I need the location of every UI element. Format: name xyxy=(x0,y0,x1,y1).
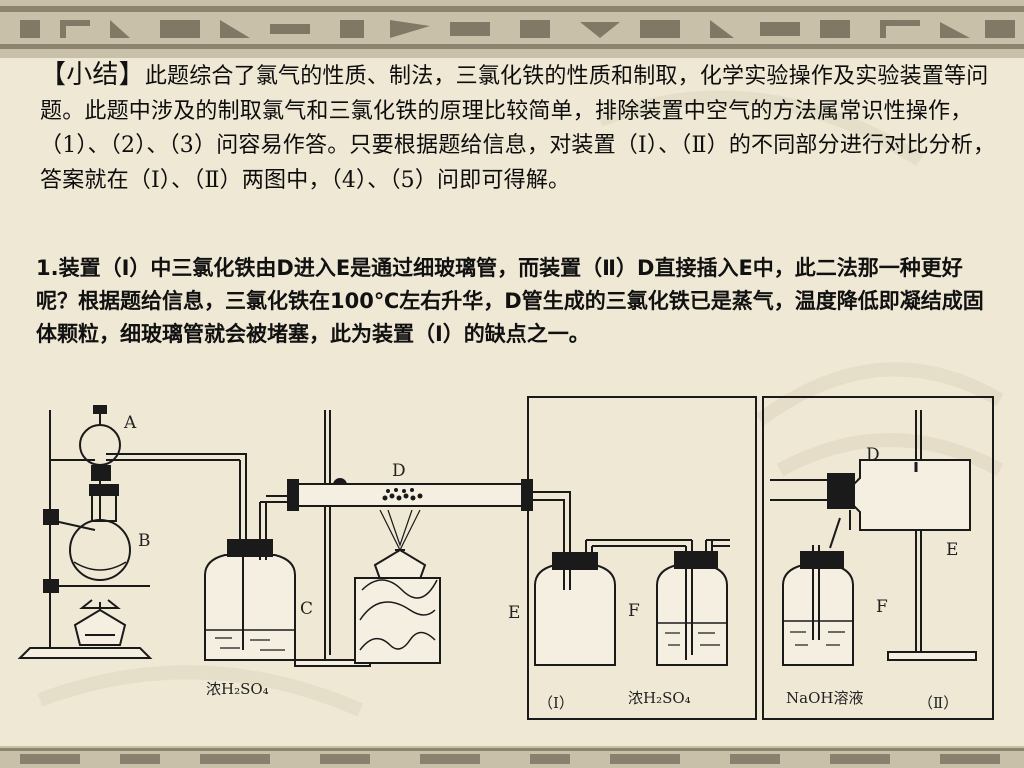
ring-stand-c xyxy=(294,410,371,667)
summary-paragraph: 【小结】此题综合了氯气的性质、制法，三氯化铁的性质和制取，化学实验操作及实验装置… xyxy=(40,58,1000,198)
caption-acid-right: 浓H₂SO₄ xyxy=(628,689,691,707)
label-f-alt: F xyxy=(876,597,888,617)
label-b: B xyxy=(138,531,151,551)
tube-d-flask-e-ii xyxy=(770,459,971,549)
decorative-bottom-border xyxy=(0,746,1024,768)
summary-tag: 【小结】 xyxy=(40,60,145,90)
collection-bottle-e xyxy=(534,539,692,666)
label-d-main: D xyxy=(392,461,406,481)
label-a: A xyxy=(123,413,137,433)
label-c: C xyxy=(300,599,313,619)
setup-box-ii xyxy=(762,396,994,720)
absorber-bottle-f-ii xyxy=(782,545,854,666)
setup-box-i xyxy=(527,396,757,720)
label-e-main: E xyxy=(508,603,520,623)
round-flask-b xyxy=(60,484,150,587)
drying-bottle-f-i xyxy=(656,539,730,666)
decorative-top-border xyxy=(0,0,1024,58)
label-d-alt: D xyxy=(866,445,880,465)
alcohol-lamp-left xyxy=(73,599,127,646)
point-1-paragraph: 1.装置（Ⅰ）中三氯化铁由D进入E是通过细玻璃管，而装置（Ⅱ）D直接插入E中，此… xyxy=(36,256,984,346)
wash-bottle-left xyxy=(204,495,296,661)
caption-setup-i: （Ⅰ） xyxy=(538,694,574,712)
apparatus-diagram: A B C D E F D E F 浓H₂SO₄ （Ⅰ） 浓H₂SO₄ NaOH… xyxy=(17,396,994,720)
caption-acid-left: 浓H₂SO₄ xyxy=(206,680,269,698)
label-e-alt: E xyxy=(946,540,958,560)
caption-naoh: NaOH溶液 xyxy=(786,689,863,707)
summary-text: 此题综合了氯气的性质、制法，三氯化铁的性质和制取，化学实验操作及实验装置等问题。… xyxy=(40,64,996,193)
caption-setup-ii: （Ⅱ） xyxy=(918,694,958,712)
combustion-tube-d xyxy=(287,479,533,511)
separatory-funnel-a xyxy=(79,405,246,520)
label-f-main: F xyxy=(628,601,640,621)
burner-d xyxy=(354,509,441,664)
